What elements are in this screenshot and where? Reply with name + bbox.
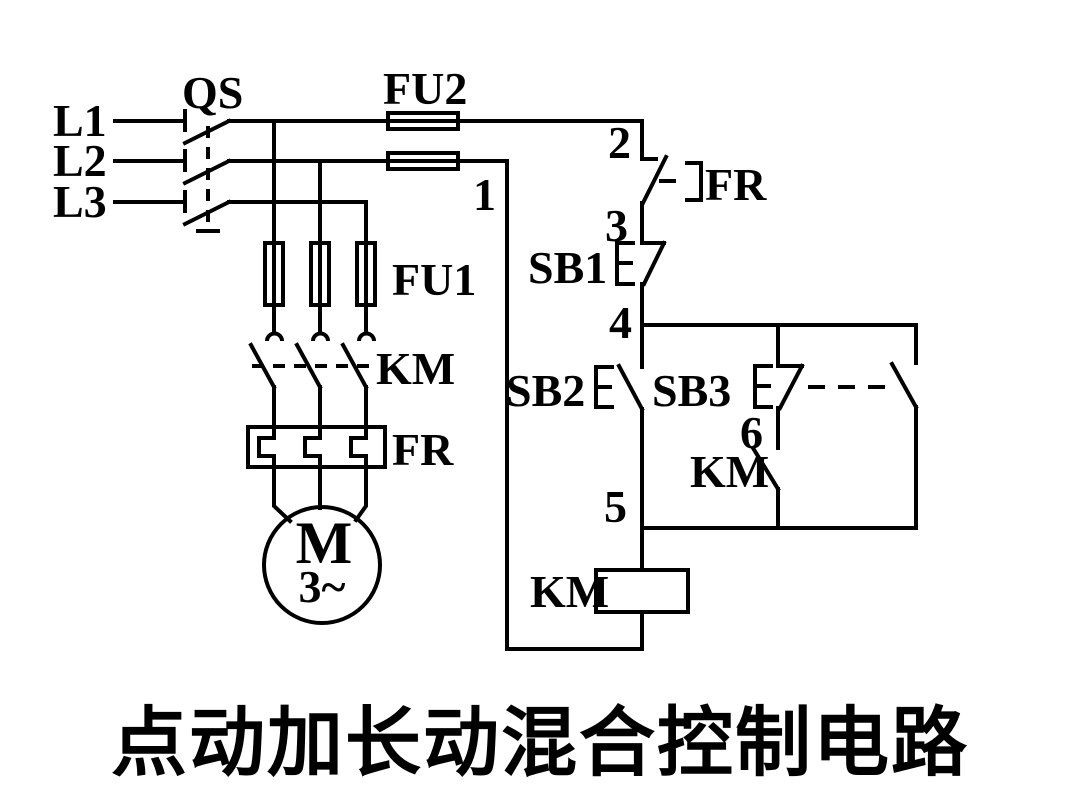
sb1-label: SB1 bbox=[528, 242, 607, 293]
km-lower-wires bbox=[272, 385, 368, 429]
wire-number-1: 1 bbox=[473, 169, 496, 220]
l1-lead-wire bbox=[113, 109, 187, 132]
sb1-blade bbox=[641, 240, 667, 287]
fr-nc-blade bbox=[640, 154, 669, 206]
km-holding-contact: KM bbox=[690, 406, 781, 530]
phase-l2-label: L2 bbox=[53, 135, 107, 186]
fr-thermal-relay: FR bbox=[246, 424, 454, 475]
sb3-nc-blade bbox=[777, 363, 805, 411]
motor: M 3~ bbox=[262, 465, 382, 625]
l2-lead-wire bbox=[113, 149, 187, 172]
fr-heater-elements bbox=[257, 425, 368, 469]
motor-lead-wires bbox=[272, 465, 368, 524]
wire-number-2: 2 bbox=[608, 117, 631, 168]
fr-relay-box bbox=[246, 425, 387, 469]
control-neutral-wire bbox=[505, 159, 644, 651]
wire-number-3: 3 bbox=[605, 200, 628, 251]
incoming-phase-lines: L1 L2 L3 bbox=[53, 95, 187, 227]
wire-number-6: 6 bbox=[740, 407, 763, 458]
wire-number-5: 5 bbox=[604, 481, 627, 532]
fu1-fuse-1 bbox=[263, 241, 285, 307]
diagram-title: 点动加长动混合控制电路 bbox=[111, 701, 969, 786]
fu2-control-fuses: FU2 bbox=[383, 63, 467, 171]
fu1-main-fuses: FU1 bbox=[263, 241, 476, 307]
sb3-jog-button: SB3 bbox=[652, 323, 919, 530]
fr-relay-label: FR bbox=[392, 424, 454, 475]
km-contact-blades bbox=[248, 342, 369, 390]
phase-l3-label: L3 bbox=[53, 176, 107, 227]
motor-letter: M bbox=[296, 510, 353, 576]
km-main-label: KM bbox=[376, 343, 455, 394]
fr-contact-label: FR bbox=[705, 159, 767, 210]
fr-nc-actuator-bracket bbox=[685, 161, 703, 202]
fu1-fuse-3 bbox=[355, 241, 377, 307]
sb3-no-blade bbox=[889, 361, 919, 410]
fu2-fuse-2 bbox=[386, 151, 460, 171]
km-main-contacts: KM bbox=[248, 331, 455, 429]
fu2-label: FU2 bbox=[383, 63, 467, 114]
km-contact-hooks bbox=[265, 331, 376, 342]
control-circuit: 1 2 FR 3 SB1 4 SB2 bbox=[473, 117, 919, 651]
fu1-fuse-2 bbox=[309, 241, 331, 307]
km-aux-label: KM bbox=[690, 446, 769, 497]
phase-drop-wires bbox=[272, 119, 368, 333]
sb3-actuator bbox=[753, 364, 773, 409]
fu2-fuse-1 bbox=[386, 111, 460, 131]
sb2-start-button: SB2 bbox=[506, 323, 645, 416]
km-coil-box bbox=[594, 568, 690, 614]
sb2-label: SB2 bbox=[506, 365, 585, 416]
qs-switch-label: QS bbox=[182, 67, 243, 118]
fr-nc-contact: FR bbox=[640, 154, 767, 210]
fu1-label: FU1 bbox=[392, 254, 476, 305]
motor-circle bbox=[262, 505, 382, 625]
qs-disconnect-switch: QS bbox=[182, 67, 243, 233]
sb3-label: SB3 bbox=[652, 365, 731, 416]
km-coil-label: KM bbox=[530, 566, 609, 617]
km-aux-blade bbox=[750, 445, 781, 492]
phase-l1-label: L1 bbox=[53, 95, 107, 146]
wire-number-4: 4 bbox=[609, 297, 632, 348]
sb2-blade bbox=[616, 363, 645, 412]
sb2-actuator bbox=[594, 365, 614, 409]
l3-lead-wire bbox=[113, 190, 187, 213]
km-coil: KM bbox=[530, 566, 690, 651]
sb1-stop-button: SB1 bbox=[528, 240, 667, 293]
power-rails bbox=[227, 119, 644, 333]
sb1-actuator bbox=[615, 241, 635, 286]
motor-phase-label: 3~ bbox=[299, 561, 346, 612]
